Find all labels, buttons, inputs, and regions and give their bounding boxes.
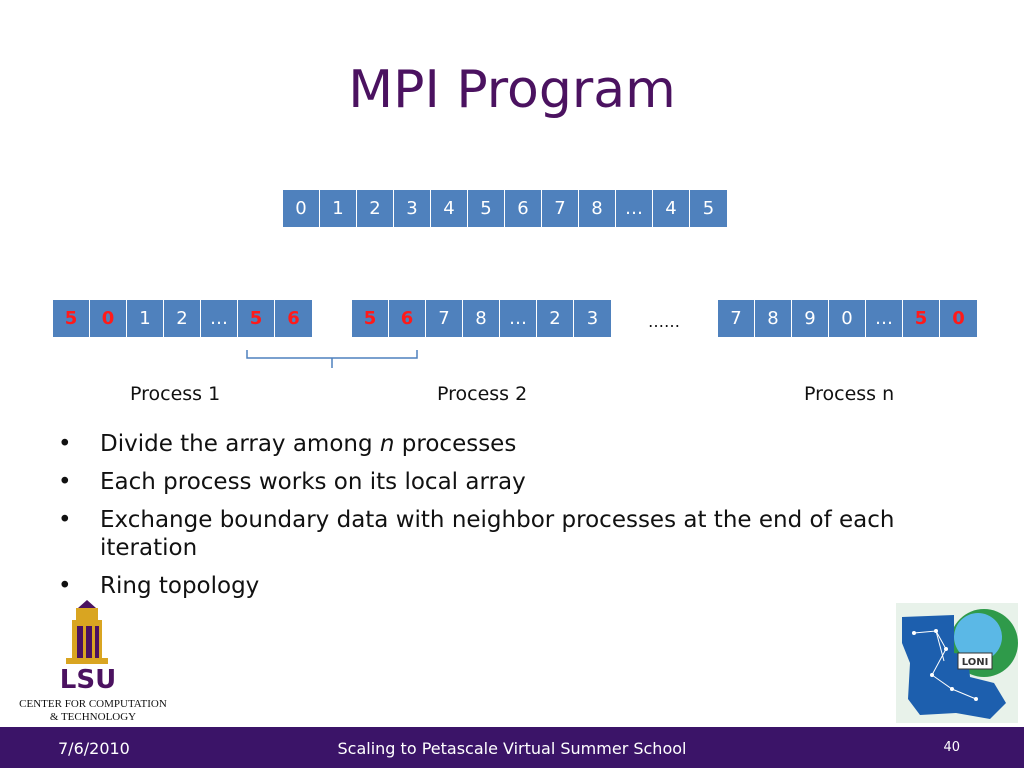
process-n-label: Process n xyxy=(804,383,895,405)
lsu-line1: CENTER FOR COMPUTATION xyxy=(19,698,167,710)
bullet-text: Exchange boundary data with neighbor pro… xyxy=(100,507,895,561)
bullet-item: • Divide the array among n processes xyxy=(58,430,938,458)
loni-wordmark: LONI xyxy=(962,657,989,668)
array-cell: 6 xyxy=(389,300,426,337)
ellipsis-between-processes: …… xyxy=(648,312,680,331)
array-cell: 8 xyxy=(755,300,792,337)
bullet-text: Each process works on its local array xyxy=(100,469,526,495)
array-cell: 8 xyxy=(579,190,616,227)
array-cell: 5 xyxy=(352,300,389,337)
footer-date: 7/6/2010 xyxy=(58,739,130,758)
bullet-text: Divide the array among xyxy=(100,431,380,457)
array-cell: 5 xyxy=(903,300,940,337)
slide-title: MPI Program xyxy=(348,60,676,120)
array-cell: 2 xyxy=(164,300,201,337)
array-cell: 0 xyxy=(940,300,977,337)
louisiana-map-icon xyxy=(902,615,1006,719)
process-2-label: Process 2 xyxy=(437,383,528,405)
lsu-wordmark: LSU xyxy=(60,665,116,695)
array-cell: 2 xyxy=(357,190,394,227)
footer-title: Scaling to Petascale Virtual Summer Scho… xyxy=(337,739,687,758)
array-cell: … xyxy=(616,190,653,227)
bullet-italic-n: n xyxy=(379,431,395,457)
array-cell: 5 xyxy=(53,300,90,337)
array-cell: 6 xyxy=(275,300,312,337)
array-cell: … xyxy=(500,300,537,337)
array-cell: … xyxy=(866,300,903,337)
array-cell: 8 xyxy=(463,300,500,337)
bullet-text: Ring topology xyxy=(100,573,260,599)
array-cell: 9 xyxy=(792,300,829,337)
loni-logo: LONI xyxy=(896,603,1018,723)
array-cell: 5 xyxy=(238,300,275,337)
bullet-marker: • xyxy=(58,507,72,533)
lsu-tower-icon xyxy=(66,600,108,664)
array-cell: 4 xyxy=(431,190,468,227)
array-cell: 4 xyxy=(653,190,690,227)
array-cell: 1 xyxy=(127,300,164,337)
array-cell: 5 xyxy=(690,190,727,227)
array-cell: 2 xyxy=(537,300,574,337)
array-cell: 0 xyxy=(829,300,866,337)
array-cell: 0 xyxy=(90,300,127,337)
bullet-text: processes xyxy=(394,431,517,457)
array-cell: 7 xyxy=(542,190,579,227)
array-cell: 3 xyxy=(394,190,431,227)
bullet-marker: • xyxy=(58,431,72,457)
bullet-item: • Each process works on its local array xyxy=(58,468,938,496)
array-cell: … xyxy=(201,300,238,337)
array-cell: 1 xyxy=(320,190,357,227)
bullet-item: • Ring topology xyxy=(58,572,938,600)
bullet-list: • Divide the array among n processes • E… xyxy=(58,430,938,610)
page-number: 40 xyxy=(943,740,960,755)
boundary-bracket xyxy=(246,350,418,368)
process-1-label: Process 1 xyxy=(130,383,221,405)
lsu-line2: & TECHNOLOGY xyxy=(50,711,136,723)
bullet-item: • Exchange boundary data with neighbor p… xyxy=(58,506,938,562)
slide-footer: 7/6/2010 Scaling to Petascale Virtual Su… xyxy=(0,727,1024,768)
lsu-cct-logo: LSU CENTER FOR COMPUTATION & TECHNOLOGY xyxy=(19,600,167,723)
array-cell: 3 xyxy=(574,300,611,337)
array-cell: 6 xyxy=(505,190,542,227)
array-cell: 0 xyxy=(283,190,320,227)
array-cell: 5 xyxy=(468,190,505,227)
bullet-marker: • xyxy=(58,573,72,599)
array-cell: 7 xyxy=(426,300,463,337)
bullet-marker: • xyxy=(58,469,72,495)
array-cell: 7 xyxy=(718,300,755,337)
